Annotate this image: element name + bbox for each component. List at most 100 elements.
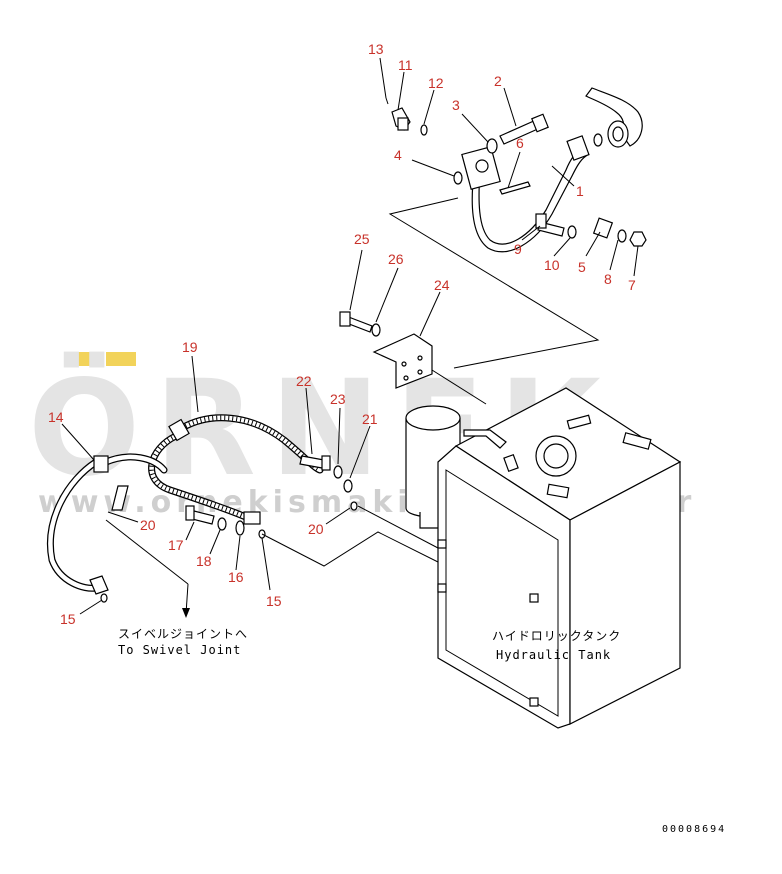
part-number-15b: 15 [60, 611, 76, 627]
tank-bolt-b [437, 583, 447, 593]
hose-clamp-19 [168, 418, 190, 442]
leader-2 [503, 87, 517, 127]
leader-22 [305, 387, 313, 455]
hose-part-14-inner [48, 459, 99, 591]
hose-end-lower [243, 511, 261, 525]
fitting-head-17 [185, 505, 195, 521]
guide-line-filter [357, 505, 439, 549]
leader-7 [633, 245, 639, 277]
pin-part-13 [385, 97, 389, 105]
tank-port-d [546, 483, 570, 499]
leader-10 [553, 237, 571, 257]
o-ring-part-4 [453, 171, 463, 185]
part-number-16: 16 [228, 569, 244, 585]
part-number-20b: 20 [308, 521, 324, 537]
swivel-arrow [182, 608, 190, 618]
assembly-outline-top [388, 197, 600, 369]
leader-1 [551, 165, 575, 187]
leader-17 [185, 521, 195, 541]
leader-20b [325, 507, 351, 525]
part-number-8: 8 [604, 271, 612, 287]
bracket-guide-line [431, 369, 487, 405]
washer-part-3 [486, 138, 498, 154]
hose-part-19-lower-inner [149, 433, 251, 521]
leader-25 [349, 249, 363, 311]
part-number-20a: 20 [140, 517, 156, 533]
hose-assembly [47, 414, 358, 603]
drawing-code: 00008694 [662, 824, 726, 835]
washer-part-23 [333, 465, 343, 479]
leader-12 [423, 89, 435, 125]
part-number-19: 19 [182, 339, 198, 355]
part-number-3: 3 [452, 97, 460, 113]
leader-6 [507, 151, 521, 189]
leader-5 [585, 231, 601, 257]
leader-9 [521, 225, 541, 241]
hose-end-14 [89, 575, 109, 595]
pin-part-6 [499, 181, 531, 195]
part-number-17: 17 [168, 537, 184, 553]
washer-part-8 [617, 229, 627, 243]
part-number-26: 26 [388, 251, 404, 267]
flange-hole [475, 159, 489, 173]
leader-23 [337, 407, 341, 465]
tank-bolt-c [529, 593, 539, 603]
part-number-4: 4 [394, 147, 402, 163]
tank-label-jp: ハイドロリックタンク [492, 629, 621, 643]
bracket-hole-d [417, 369, 423, 375]
part-number-6: 6 [516, 135, 524, 151]
washer-part-18 [217, 517, 227, 531]
o-ring-upper [593, 133, 603, 147]
clamp-part-5 [592, 217, 614, 239]
washer-part-10 [567, 225, 577, 239]
tank-label-en: Hydraulic Tank [496, 648, 611, 662]
part-number-2: 2 [494, 73, 502, 89]
pipe-flange-right [566, 135, 590, 161]
tank-inlet-pipe [463, 429, 507, 449]
o-ring-part-15b [100, 593, 108, 603]
leader-20a [107, 511, 139, 523]
watermark-accent-right [106, 352, 136, 366]
leader-3 [461, 113, 489, 143]
part-number-15a: 15 [266, 593, 282, 609]
bolt-head-25 [339, 311, 351, 327]
leader-15a [261, 537, 271, 591]
leader-24 [419, 291, 441, 337]
nut-part-7 [629, 231, 647, 247]
hose-fitting-down [111, 485, 129, 511]
part-number-1: 1 [576, 183, 584, 199]
tank-bolt-d [529, 697, 539, 707]
leader-14 [61, 423, 95, 461]
bracket-hole-a [401, 361, 407, 367]
swivel-label-en: To Swivel Joint [118, 643, 241, 657]
part-number-18: 18 [196, 553, 212, 569]
pipe-assembly [385, 87, 647, 369]
tank-port-a [503, 453, 519, 473]
o-ring-part-12 [420, 124, 428, 136]
tank-port-c [622, 432, 652, 450]
leader-18 [209, 529, 221, 555]
text-labels: スイベルジョイントへ To Swivel Joint ハイドロリックタンク Hy… [118, 627, 726, 835]
part-number-23: 23 [330, 391, 346, 407]
leader-11 [397, 71, 405, 111]
bracket-assembly [339, 311, 487, 405]
leader-8 [609, 239, 619, 271]
part-number-10: 10 [544, 257, 560, 273]
fitting-head-22 [321, 455, 331, 471]
leader-4 [411, 159, 455, 177]
tank-port-b [566, 414, 592, 430]
bracket-hole-b [417, 355, 423, 361]
guide-line-swivel-a [105, 519, 189, 585]
leader-15b [79, 599, 103, 615]
fitting-body-11 [397, 117, 409, 131]
elbow-flange-inner [612, 126, 624, 142]
bolt-head-9 [535, 213, 547, 229]
hydraulic-tank [437, 387, 682, 729]
watermark-accent-left [70, 352, 100, 366]
leader-13 [379, 57, 387, 99]
tank-bolt-a [437, 539, 447, 549]
o-ring-part-20b [350, 501, 358, 511]
part-number-25: 25 [354, 231, 370, 247]
guide-lines [105, 505, 439, 618]
